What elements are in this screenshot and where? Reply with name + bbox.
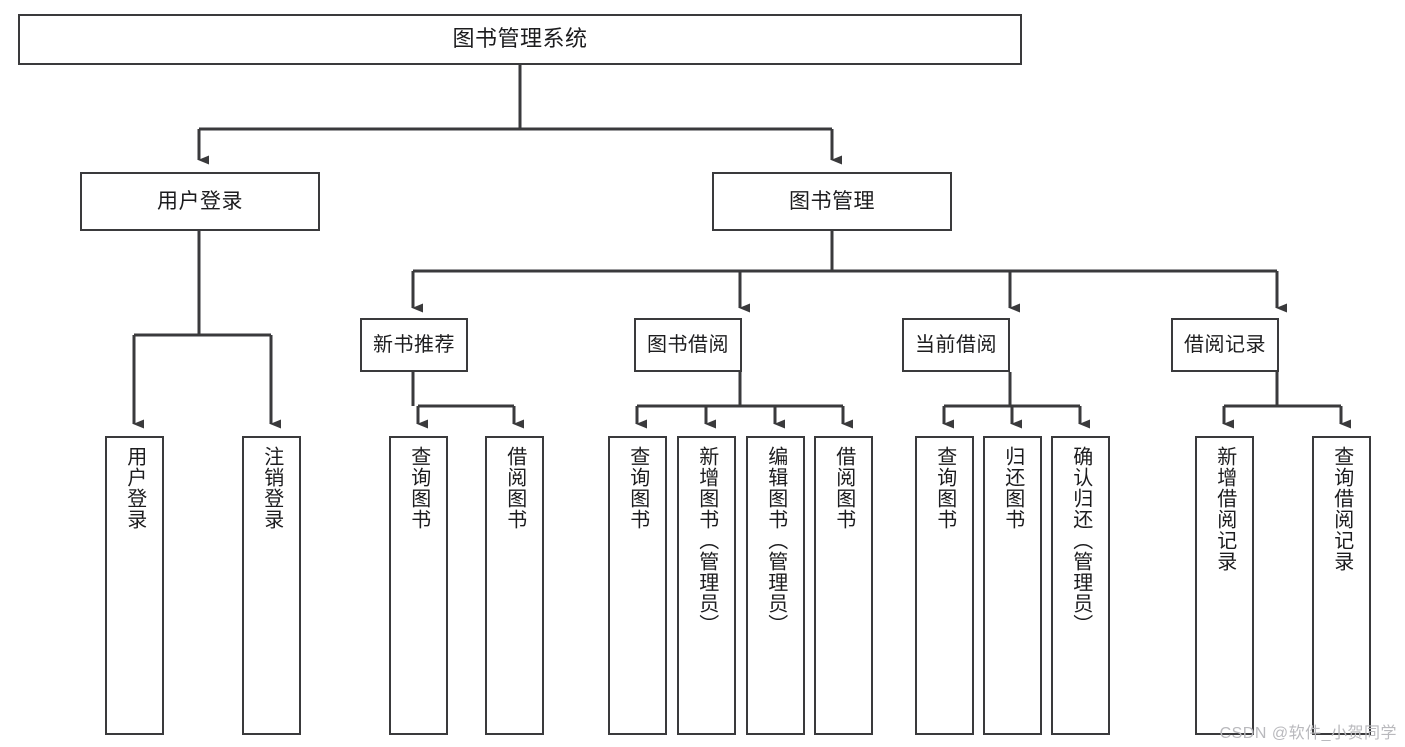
leaf-user-login-logout-label: 注销登录 xyxy=(260,446,283,530)
leaf-user-login-login[interactable]: 用户登录 xyxy=(105,436,164,735)
leaf-book-borrow-borrow[interactable]: 借阅图书 xyxy=(814,436,873,735)
leaf-current-borrow-return[interactable]: 归还图书 xyxy=(983,436,1042,735)
node-borrow-record[interactable]: 借阅记录 xyxy=(1171,318,1279,372)
leaf-current-borrow-confirm-return-label: 确认归还（管理员） xyxy=(1069,446,1092,635)
leaf-current-borrow-confirm-return[interactable]: 确认归还（管理员） xyxy=(1051,436,1110,735)
leaf-borrow-record-add-label: 新增借阅记录 xyxy=(1213,446,1236,572)
leaf-new-book-query[interactable]: 查询图书 xyxy=(389,436,448,735)
node-user-login[interactable]: 用户登录 xyxy=(80,172,320,231)
leaf-current-borrow-query[interactable]: 查询图书 xyxy=(915,436,974,735)
leaf-book-borrow-edit-label: 编辑图书（管理员） xyxy=(764,446,787,635)
node-root-system[interactable]: 图书管理系统 xyxy=(18,14,1022,65)
leaf-book-borrow-query-label: 查询图书 xyxy=(626,446,649,530)
node-current-borrow[interactable]: 当前借阅 xyxy=(902,318,1010,372)
leaf-new-book-query-label: 查询图书 xyxy=(407,446,430,530)
leaf-book-borrow-add[interactable]: 新增图书（管理员） xyxy=(677,436,736,735)
leaf-borrow-record-query-label: 查询借阅记录 xyxy=(1330,446,1353,572)
node-book-borrow[interactable]: 图书借阅 xyxy=(634,318,742,372)
leaf-book-borrow-borrow-label: 借阅图书 xyxy=(832,446,855,530)
node-new-book-recommend-label: 新书推荐 xyxy=(373,334,455,356)
leaf-user-login-login-label: 用户登录 xyxy=(123,446,146,530)
node-book-management[interactable]: 图书管理 xyxy=(712,172,952,231)
leaf-borrow-record-add[interactable]: 新增借阅记录 xyxy=(1195,436,1254,735)
node-book-management-label: 图书管理 xyxy=(789,189,875,213)
leaf-current-borrow-query-label: 查询图书 xyxy=(933,446,956,530)
leaf-current-borrow-return-label: 归还图书 xyxy=(1001,446,1024,530)
node-book-borrow-label: 图书借阅 xyxy=(647,334,729,356)
leaf-new-book-borrow-label: 借阅图书 xyxy=(503,446,526,530)
leaf-borrow-record-query[interactable]: 查询借阅记录 xyxy=(1312,436,1371,735)
node-current-borrow-label: 当前借阅 xyxy=(915,334,997,356)
leaf-user-login-logout[interactable]: 注销登录 xyxy=(242,436,301,735)
leaf-book-borrow-add-label: 新增图书（管理员） xyxy=(695,446,718,635)
node-new-book-recommend[interactable]: 新书推荐 xyxy=(360,318,468,372)
node-borrow-record-label: 借阅记录 xyxy=(1184,334,1266,356)
node-root-system-label: 图书管理系统 xyxy=(452,26,588,52)
leaf-new-book-borrow[interactable]: 借阅图书 xyxy=(485,436,544,735)
csdn-watermark: CSDN @软件_小贺同学 xyxy=(1219,725,1397,742)
leaf-book-borrow-edit[interactable]: 编辑图书（管理员） xyxy=(746,436,805,735)
leaf-book-borrow-query[interactable]: 查询图书 xyxy=(608,436,667,735)
node-user-login-label: 用户登录 xyxy=(157,189,243,213)
